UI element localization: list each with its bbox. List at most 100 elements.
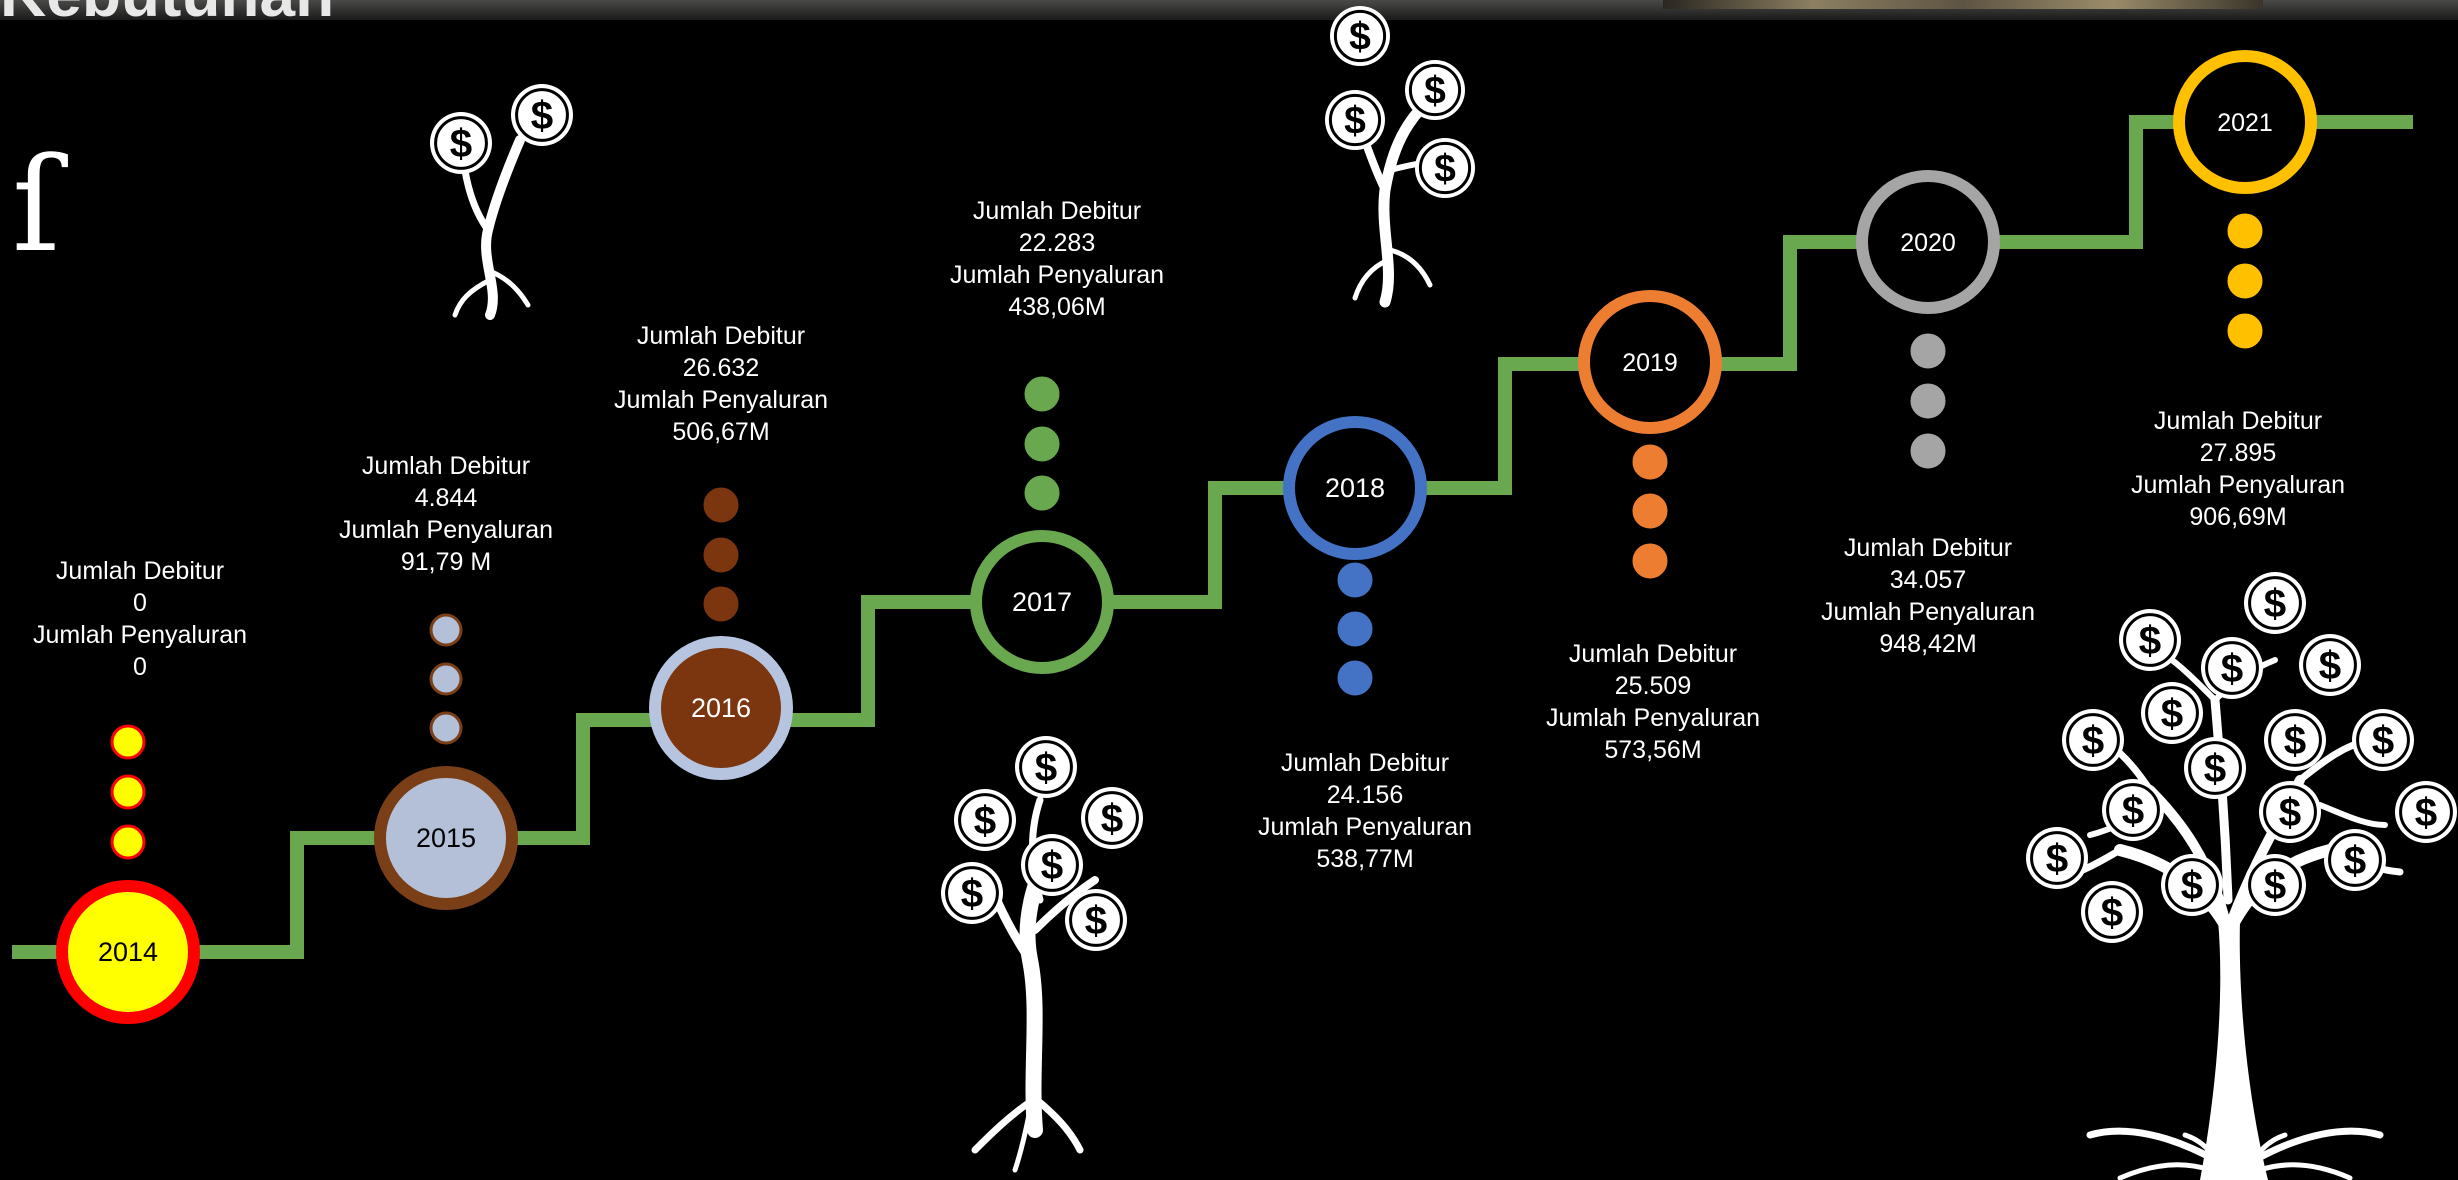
penyaluran-label-2016: Jumlah Penyaluran xyxy=(613,386,829,414)
coin: $ xyxy=(2102,779,2164,841)
coin: $ xyxy=(2081,881,2143,943)
header-photo-strip xyxy=(1663,0,2263,9)
top-bar xyxy=(0,0,2458,20)
year-node-2019 xyxy=(1578,290,1722,434)
coin: $ xyxy=(2201,637,2263,699)
coin: $ xyxy=(511,84,573,146)
year-nodes: 2014 2015 2016 2017 2018 2019 2020 2021 xyxy=(56,50,2317,1024)
connector-dot-2018-1 xyxy=(1337,562,1373,598)
debitur-label-2015: Jumlah Debitur xyxy=(361,452,531,480)
penyaluran-label-2014: Jumlah Penyaluran xyxy=(32,621,248,649)
svg-text:$: $ xyxy=(2372,718,2394,763)
svg-text:$: $ xyxy=(2046,836,2068,881)
penyaluran-value-2015: 91,79 M xyxy=(400,548,492,576)
year-node-2015 xyxy=(374,766,518,910)
debitur-label-2019: Jumlah Debitur xyxy=(1568,640,1738,668)
coin: $ xyxy=(2062,709,2124,771)
penyaluran-value-2017: 438,06M xyxy=(1008,293,1106,321)
money-tree-icon: $$$$$$$$$$$$$$$$$ xyxy=(2026,572,2457,1180)
penyaluran-label-2017: Jumlah Penyaluran xyxy=(949,261,1165,289)
svg-text:$: $ xyxy=(1041,843,1063,888)
coin: $ xyxy=(1021,834,1083,896)
coin: $ xyxy=(2324,829,2386,891)
year-label-2020: 2020 xyxy=(1900,229,1956,257)
debitur-value-2018: 24.156 xyxy=(1326,781,1404,809)
coin: $ xyxy=(1015,736,1077,798)
svg-text:$: $ xyxy=(1349,16,1371,59)
connector-dot-2021-3 xyxy=(2227,313,2263,349)
svg-text:$: $ xyxy=(2264,863,2286,908)
year-node-2016 xyxy=(649,636,793,780)
svg-text:$: $ xyxy=(450,121,472,166)
money-tree-illustrations: $$$$$$$$$$$$$$$$$$$$$$$$$$$$$ xyxy=(430,6,2457,1180)
penyaluran-label-2020: Jumlah Penyaluran xyxy=(1820,598,2036,626)
penyaluran-value-2021: 906,69M xyxy=(2189,503,2287,531)
coin: $ xyxy=(1405,60,1465,120)
year-label-2014: 2014 xyxy=(98,937,158,967)
svg-text:$: $ xyxy=(1035,745,1057,790)
coin: $ xyxy=(2119,609,2181,671)
penyaluran-label-2018: Jumlah Penyaluran xyxy=(1257,813,1473,841)
coin: $ xyxy=(1081,787,1143,849)
coin: $ xyxy=(430,112,492,174)
year-label-2019: 2019 xyxy=(1622,349,1678,377)
svg-text:$: $ xyxy=(961,871,983,916)
year-node-2014 xyxy=(56,880,200,1024)
svg-text:$: $ xyxy=(531,93,553,138)
svg-text:$: $ xyxy=(2204,746,2226,791)
svg-text:$: $ xyxy=(2415,790,2437,835)
svg-text:$: $ xyxy=(2344,838,2366,883)
year-node-2020 xyxy=(1856,170,2000,314)
money-plant-icon: $ $ $ $ $ $ xyxy=(941,736,1143,1173)
svg-text:$: $ xyxy=(2101,890,2123,935)
connector-dot-2019-3 xyxy=(1632,543,1668,579)
svg-text:$: $ xyxy=(1424,70,1446,113)
coin: $ xyxy=(2264,709,2326,771)
connector-dot-2016-2 xyxy=(703,537,739,573)
connector-dot-2020-3 xyxy=(1910,433,1946,469)
debitur-value-2019: 25.509 xyxy=(1614,672,1692,700)
debitur-label-2018: Jumlah Debitur xyxy=(1280,749,1450,777)
connector-dot-2016-3 xyxy=(703,586,739,622)
money-sprout-icon-2: $ $ $ $ xyxy=(1325,6,1475,308)
penyaluran-value-2016: 506,67M xyxy=(672,418,770,446)
connector-dot-2021-1 xyxy=(2227,213,2263,249)
connector-dots xyxy=(110,213,2263,860)
debitur-value-2015: 4.844 xyxy=(414,484,478,512)
svg-text:$: $ xyxy=(2221,646,2243,691)
penyaluran-label-2015: Jumlah Penyaluran xyxy=(338,516,554,544)
year-label-2018: 2018 xyxy=(1325,473,1385,503)
penyaluran-value-2014: 0 xyxy=(133,653,147,681)
connector-dot-2018-2 xyxy=(1337,611,1373,647)
connector-dot-2019-2 xyxy=(1632,493,1668,529)
svg-text:$: $ xyxy=(2161,691,2183,736)
penyaluran-label-2021: Jumlah Penyaluran xyxy=(2130,471,2346,499)
year-label-2021: 2021 xyxy=(2217,109,2273,137)
coin: $ xyxy=(1325,90,1385,150)
coin: $ xyxy=(2352,709,2414,771)
penyaluran-label-2019: Jumlah Penyaluran xyxy=(1545,704,1761,732)
connector-dot-2019-1 xyxy=(1632,444,1668,480)
edge-decoration: ſ xyxy=(12,129,61,281)
coin: $ xyxy=(1415,138,1475,198)
coin: $ xyxy=(941,862,1003,924)
coin: $ xyxy=(954,789,1016,851)
debitur-value-2014: 0 xyxy=(133,589,147,617)
slide-title-fragment: Kebutuhan xyxy=(0,0,334,26)
year-label-2017: 2017 xyxy=(1012,587,1072,617)
coin: $ xyxy=(2026,827,2088,889)
svg-text:$: $ xyxy=(974,798,996,843)
year-label-2016: 2016 xyxy=(691,693,751,723)
year-label-2015: 2015 xyxy=(416,823,476,853)
connector-dot-2015-1 xyxy=(429,613,463,647)
svg-text:$: $ xyxy=(2264,581,2286,626)
svg-text:$: $ xyxy=(1085,898,1107,943)
debitur-value-2021: 27.895 xyxy=(2199,439,2277,467)
year-node-2018 xyxy=(1283,416,1427,560)
debitur-value-2017: 22.283 xyxy=(1018,229,1096,257)
